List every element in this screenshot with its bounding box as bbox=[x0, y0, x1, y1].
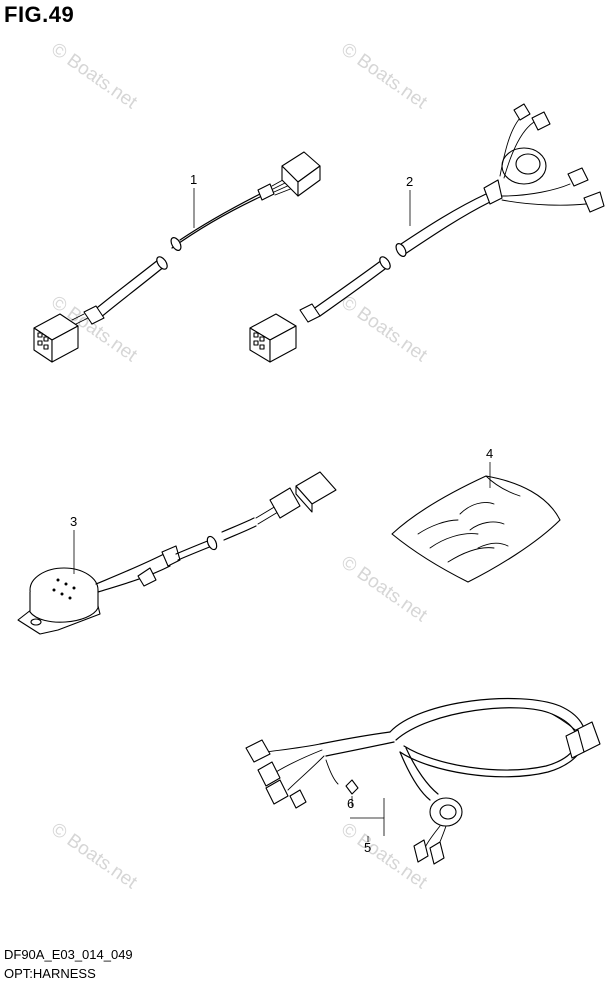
watermark: © Boats.net bbox=[47, 39, 141, 114]
callout-6: 6 bbox=[347, 796, 354, 811]
figure-title: FIG.49 bbox=[4, 2, 75, 27]
diagram-name: OPT:HARNESS bbox=[4, 966, 96, 981]
callout-2: 2 bbox=[406, 174, 413, 189]
part-1-harness[interactable] bbox=[33, 151, 321, 363]
watermark: © Boats.net bbox=[47, 819, 141, 894]
callout-1: 1 bbox=[190, 172, 197, 187]
watermark-layer: © Boats.net © Boats.net © Boats.net © Bo… bbox=[47, 39, 431, 894]
callout-3: 3 bbox=[70, 514, 77, 529]
diagram-code: DF90A_E03_014_049 bbox=[4, 947, 133, 962]
watermark: © Boats.net bbox=[337, 39, 431, 114]
watermark: © Boats.net bbox=[337, 552, 431, 627]
part-3-sensor[interactable] bbox=[17, 471, 337, 635]
watermark: © Boats.net bbox=[337, 292, 431, 367]
part-5-main-harness[interactable] bbox=[245, 697, 601, 865]
callout-4: 4 bbox=[486, 446, 493, 461]
part-6-clip[interactable] bbox=[345, 779, 359, 806]
part-4-parts-bag[interactable] bbox=[391, 462, 561, 583]
callout-5: 5 bbox=[364, 840, 371, 855]
part-2-harness[interactable] bbox=[249, 103, 605, 363]
